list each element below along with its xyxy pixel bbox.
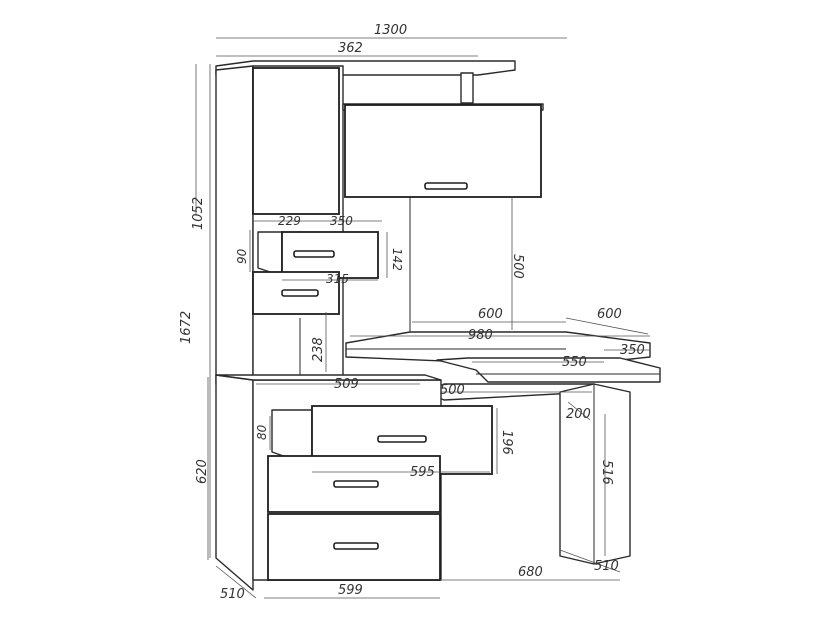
tower-door: [252, 67, 340, 215]
tower-drawer-open-side: [257, 231, 283, 277]
dim-leg-offset: 200: [566, 407, 591, 422]
dim-niche-height: 238: [311, 337, 326, 362]
dim-cabinet-gap: 500: [510, 254, 525, 279]
dim-leg-height: 516: [599, 460, 614, 485]
dim-total-width: 1300: [374, 23, 407, 38]
dim-lower-height: 620: [195, 459, 210, 484]
dim-big-drawer-side: 80: [255, 424, 269, 440]
dim-top-depth-right: 600: [597, 307, 622, 322]
big-drawer-open-handle: [377, 435, 427, 443]
dim-shelf-depth: 350: [330, 214, 353, 228]
top-shelf-post: [460, 72, 474, 104]
upper-cabinet-door: [344, 104, 542, 198]
dim-big-drawer-width: 595: [410, 465, 435, 480]
dim-niche-width: 509: [334, 377, 359, 392]
desk-assembly: [215, 60, 661, 591]
upper-cabinet-handle: [424, 182, 468, 190]
tower-drawer-open-handle: [293, 250, 335, 258]
dim-drawer-side: 90: [235, 248, 249, 264]
dim-drawer-inner: 315: [326, 272, 349, 286]
tower-left-side: [215, 65, 254, 385]
dimension-labels: 1300 362 1052 1672 620 229 350 90 142 31…: [179, 23, 645, 602]
dim-tray-depth: 350: [620, 343, 645, 358]
dim-base-depth: 510: [220, 587, 245, 602]
dim-shelf-width: 229: [278, 214, 301, 228]
dim-total-height: 1672: [179, 311, 194, 344]
dim-tower-width: 362: [338, 41, 363, 56]
dim-drawer-height: 142: [390, 248, 404, 271]
dim-shelf-width-lower: 500: [440, 383, 465, 398]
pedestal-left-side: [215, 374, 254, 591]
dim-leg-depth: 510: [594, 559, 619, 574]
dim-base-width: 599: [338, 583, 363, 598]
pedestal-top: [215, 374, 442, 381]
dim-upper-height: 1052: [191, 197, 206, 230]
tower-drawer-closed-handle: [281, 289, 319, 297]
dim-top-depth: 600: [478, 307, 503, 322]
dim-tray-width: 550: [562, 355, 587, 370]
pedestal-drawer-bottom-handle: [333, 542, 379, 550]
dimension-lines: [195, 37, 650, 599]
keyboard-tray: [436, 357, 661, 383]
pedestal-drawer-middle-handle: [333, 480, 379, 488]
dim-big-drawer-height: 196: [499, 430, 514, 455]
dim-top-width: 980: [468, 328, 493, 343]
dim-leg-span: 680: [518, 565, 543, 580]
